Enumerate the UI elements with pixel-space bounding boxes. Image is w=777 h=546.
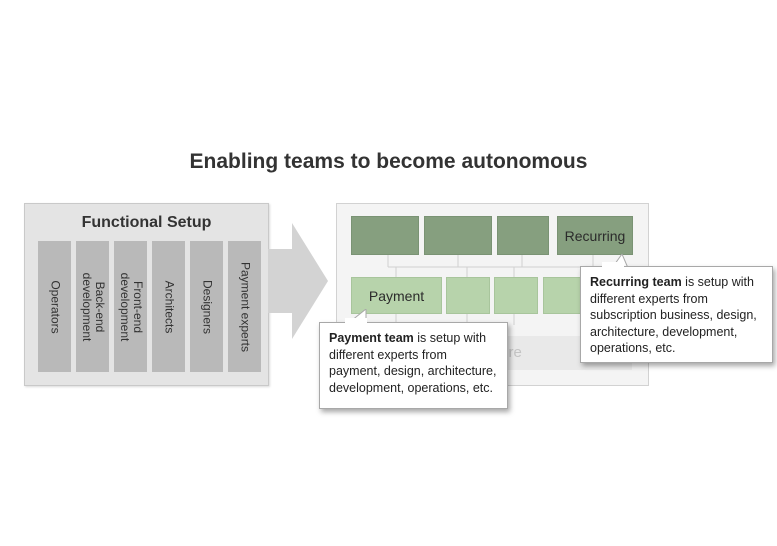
functional-setup-panel: Functional Setup Operators Back-end deve…	[24, 203, 269, 386]
callout-text: is setup with different experts from sub…	[590, 275, 757, 355]
column-back-end-development: Back-end development	[76, 241, 109, 372]
diagram-title: Enabling teams to become autonomous	[189, 150, 588, 173]
callout-pointer-mask	[345, 318, 367, 324]
column-architects: Architects	[152, 241, 185, 372]
payment-team-callout: Payment team is setup with different exp…	[319, 322, 508, 409]
team-box-light	[543, 277, 587, 314]
callout-text: is setup with different experts from pay…	[329, 331, 497, 395]
recurring-team-box: Recurring	[557, 216, 633, 255]
column-label: Architects	[162, 280, 176, 333]
callout-title: Payment team	[329, 331, 414, 345]
column-label: Front-end development	[117, 272, 145, 341]
transition-arrow-icon	[268, 223, 328, 339]
column-label: Back-end development	[79, 272, 107, 341]
column-operators: Operators	[38, 241, 71, 372]
team-box-light	[494, 277, 538, 314]
team-box-dark	[351, 216, 419, 255]
callout-title: Recurring team	[590, 275, 682, 289]
column-payment-experts: Payment experts	[228, 241, 261, 372]
recurring-team-callout: Recurring team is setup with different e…	[580, 266, 773, 363]
column-designers: Designers	[190, 241, 223, 372]
column-front-end-development: Front-end development	[114, 241, 147, 372]
column-label: Payment experts	[238, 261, 252, 352]
callout-pointer-mask	[602, 262, 624, 268]
functional-setup-title: Functional Setup	[81, 214, 212, 231]
column-label: Operators	[48, 279, 62, 334]
team-box-dark	[424, 216, 492, 255]
team-box-dark	[497, 216, 549, 255]
payment-team-box: Payment	[351, 277, 442, 314]
column-label: Designers	[200, 279, 214, 334]
connector-lines	[387, 255, 594, 325]
team-box-light	[446, 277, 490, 314]
